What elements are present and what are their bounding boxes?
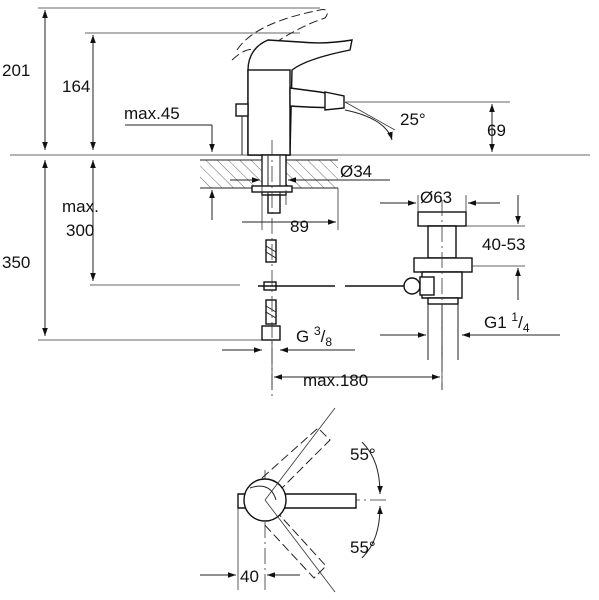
label-angle25: 25° bbox=[400, 110, 426, 129]
label-dia34: Ø34 bbox=[340, 162, 372, 181]
label-40-53: 40-53 bbox=[482, 235, 525, 254]
faucet-side-view bbox=[10, 7, 590, 400]
faucet-top-view bbox=[200, 407, 390, 593]
drain-ball bbox=[403, 277, 421, 295]
label-max180: max.180 bbox=[303, 371, 368, 390]
hose-upper bbox=[265, 239, 277, 263]
label-angle55-bottom: 55° bbox=[350, 538, 376, 557]
dimension-labels: 201 164 max.45 25° 69 Ø34 max. 300 89 Ø6… bbox=[2, 61, 530, 586]
label-164: 164 bbox=[62, 77, 90, 96]
label-40: 40 bbox=[240, 567, 259, 586]
label-angle55-top: 55° bbox=[350, 445, 376, 464]
hose-nut bbox=[261, 325, 281, 341]
label-89: 89 bbox=[290, 217, 309, 236]
drain-nut bbox=[413, 257, 473, 273]
label-300: 300 bbox=[66, 221, 94, 240]
label-g-1-1-4: G1 1/4 bbox=[484, 310, 530, 335]
label-g-3-8: G 3/8 bbox=[296, 324, 332, 349]
drain-assembly bbox=[403, 200, 473, 390]
label-201: 201 bbox=[2, 61, 30, 80]
lever-left-dashed bbox=[261, 427, 331, 493]
label-dia63: Ø63 bbox=[420, 188, 452, 207]
popup-knob bbox=[235, 103, 249, 117]
lever-open-dashed bbox=[236, 9, 328, 56]
label-max: max. bbox=[62, 197, 99, 216]
hose-lower bbox=[265, 299, 277, 325]
label-max45: max.45 bbox=[124, 104, 180, 123]
label-69: 69 bbox=[487, 121, 506, 140]
label-350: 350 bbox=[2, 253, 30, 272]
dimension-lines bbox=[42, 10, 560, 390]
